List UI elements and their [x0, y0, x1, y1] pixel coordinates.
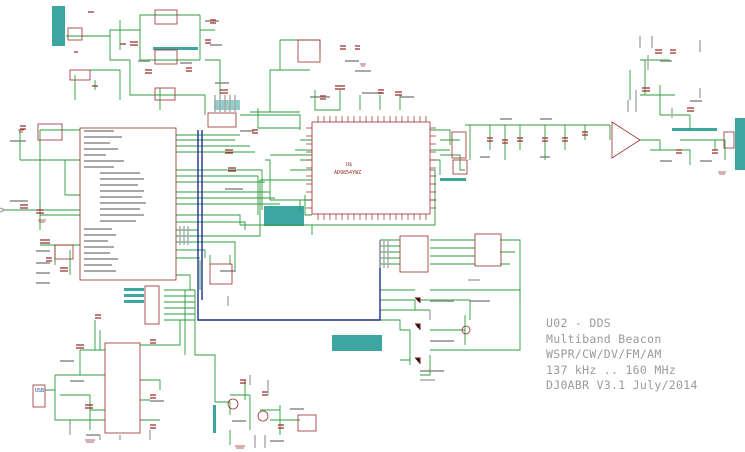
- components: [32, 9, 735, 434]
- dds-chip-pins: [306, 116, 436, 220]
- modes-line: WSPR/CW/DV/FM/AM: [546, 347, 662, 361]
- dds-refdes-label: U$: [346, 162, 353, 168]
- ground-symbols: [18, 63, 726, 449]
- passive-components: [20, 11, 718, 429]
- project-subtitle: Multiband Beacon: [546, 331, 662, 346]
- author-version: DJ0ABR V3.1 July/2014: [546, 378, 698, 392]
- net-label-blocks: [52, 6, 745, 433]
- frequency-range: 137 kHz .. 160 MHz: [546, 362, 677, 377]
- dds-chip-outline: [311, 121, 431, 215]
- net-stubs: [0, 36, 701, 448]
- usb-mcu-outline: [104, 342, 141, 434]
- component-value-text: [10, 20, 712, 442]
- signal-wires: [5, 14, 726, 445]
- data-bus: [197, 130, 381, 321]
- project-title: U02 - DDS: [546, 316, 612, 330]
- dds-part-label: AD9854YWZ: [334, 170, 362, 176]
- title-block: U02 - DDS Multiband Beacon WSPR/CW/DV/FM…: [546, 316, 742, 394]
- mcu-outline: [79, 127, 177, 281]
- usb-connector-label: USB: [35, 388, 45, 394]
